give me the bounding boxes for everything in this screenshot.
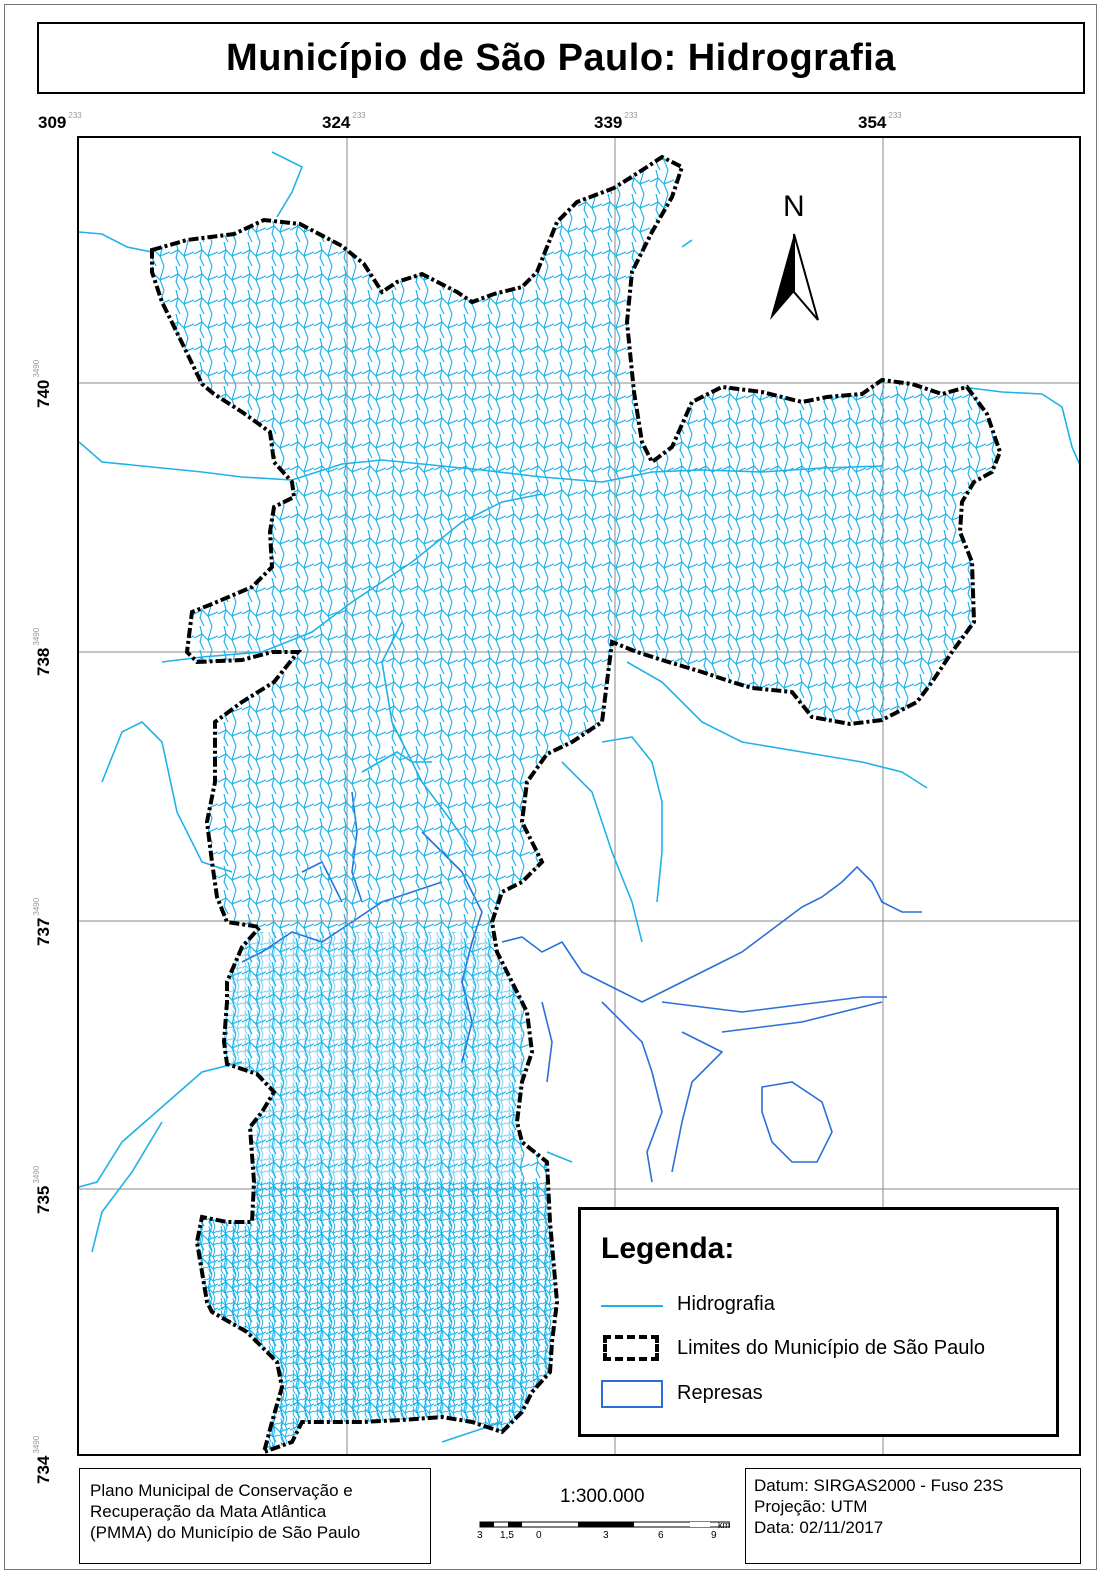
footer-right-box: Datum: SIRGAS2000 - Fuso 23S Projeção: U… [745,1468,1081,1564]
y-tick-735: 7353490 [32,1165,53,1214]
page-frame [4,4,1097,1570]
footer-projection: Projeção: UTM [754,1497,868,1516]
footer-left-line-2: Recuperação da Mata Atlântica [90,1502,327,1521]
y-tick-740: 7403490 [32,359,53,408]
title-box: Município de São Paulo: Hidrografia [37,22,1085,94]
scale-label-4: 3 [603,1530,609,1541]
boundary-dash-icon [603,1335,659,1361]
legend-title: Legenda: [601,1232,735,1265]
scale-label-2: 1,5 [500,1530,514,1541]
scale-label-3: 0 [536,1530,542,1541]
map-title: Município de São Paulo: Hidrografia [226,36,896,79]
footer-left-line-1: Plano Municipal de Conservação e [90,1481,353,1500]
footer-left-box: Plano Municipal de Conservação e Recuper… [79,1468,431,1564]
legend: Legenda: Hidrografia Limites do Municípi… [578,1207,1059,1437]
scale-ratio: 1:300.000 [560,1486,645,1507]
map-canvas [79,138,1079,1454]
north-letter: N [783,190,805,223]
footer-datum: Datum: SIRGAS2000 - Fuso 23S [754,1476,1004,1495]
scale-bar: km 3 1,5 0 3 6 9 [477,1520,730,1541]
river-line-icon [601,1305,663,1307]
y-tick-737: 7373490 [32,897,53,946]
scale-label-5: 6 [658,1530,664,1541]
y-tick-734: 7343490 [32,1435,53,1484]
footer-date: Data: 02/11/2017 [754,1518,884,1537]
y-tick-738: 7383490 [32,627,53,676]
legend-item-limites: Limites do Município de São Paulo [677,1337,985,1359]
legend-item-represas: Represas [677,1382,763,1404]
reservoir-rect-icon [601,1380,663,1408]
legend-item-hidrografia: Hidrografia [677,1293,775,1315]
north-arrow-icon [770,233,819,321]
scale-unit: km [718,1520,730,1530]
scale-label-6: 9 [711,1530,717,1541]
footer-left-line-3: (PMMA) do Município de São Paulo [90,1523,361,1542]
scale-label-1: 3 [477,1530,483,1541]
